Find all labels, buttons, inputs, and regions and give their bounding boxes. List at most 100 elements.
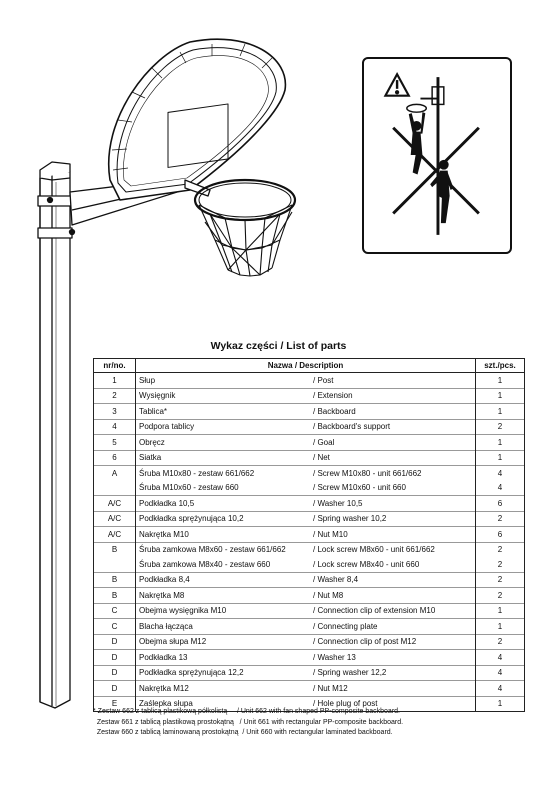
part-description: Nakrętka M10 / Nut M10: [135, 526, 476, 542]
part-name-polish: Śruba M10x80 - zestaw 661/662: [139, 468, 255, 478]
column-header-description: Nazwa / Description: [135, 358, 476, 373]
part-name-english: / Spring washer 12,2: [313, 668, 387, 678]
part-name-english: / Screw M10x60 - unit 660: [313, 483, 406, 493]
part-description: Blacha łącząca/ Connecting plate: [135, 618, 476, 634]
part-number: 4: [93, 418, 136, 435]
part-quantity: 4: [475, 480, 525, 496]
table-row: Śruba zamkowa M8x40 - zestaw 660 / Lock s…: [93, 557, 525, 572]
part-description: Obejma słupa M12/ Connection clip of pos…: [135, 633, 476, 650]
part-name-english: / Washer 8,4: [313, 575, 359, 585]
part-name-polish: Nakrętka M10: [139, 529, 189, 539]
part-number: [93, 557, 136, 572]
part-description: Podkładka sprężynująca 12,2 / Spring wash…: [135, 664, 476, 681]
basketball-stand-illustration: [37, 38, 297, 709]
part-number: B: [93, 587, 136, 603]
part-description: Wysięgnik/ Extension: [135, 387, 476, 404]
part-description: Podpora tablicy / Backboard's support: [135, 418, 476, 435]
part-name-polish: Obejma wysięgnika M10: [139, 606, 227, 616]
part-name-english: / Nut M12: [313, 683, 348, 693]
part-name-polish: Podpora tablicy: [139, 422, 195, 432]
part-description: Śruba M10x60 - zestaw 660 / Screw M10x60 …: [135, 480, 476, 496]
part-name-polish: Podkładka 10,5: [139, 498, 195, 508]
part-name-english: / Connecting plate: [313, 621, 378, 631]
part-name-english: / Nut M8: [313, 590, 344, 600]
part-number: 2: [93, 387, 136, 404]
no-hanging-warning: [362, 57, 512, 254]
part-number: 3: [93, 403, 136, 419]
part-name-english: / Lock screw M8x60 - unit 661/662: [313, 545, 435, 555]
part-description: Podkładka sprężynująca 10,2/ Spring wash…: [135, 510, 476, 527]
part-number: A: [93, 465, 136, 481]
footnote: * Zestaw 662 z tablicą plastikową półkol…: [93, 708, 400, 715]
part-name-english: / Net: [313, 453, 330, 463]
footnote: Zestaw 660 z tablicą laminowaną prostoką…: [93, 729, 393, 736]
part-description: Obejma wysięgnika M10 / Connection clip o…: [135, 602, 476, 619]
part-name-polish: Nakrętka M8: [139, 590, 185, 600]
part-description: Podkładka 8,4/ Washer 8,4: [135, 571, 476, 588]
part-name-english: / Washer 10,5: [313, 498, 363, 508]
parts-table: nr/no. Nazwa / Description szt./pcs. 1 Sł…: [93, 358, 525, 712]
column-header-number: nr/no.: [93, 358, 136, 373]
part-name-polish: Podkładka sprężynująca 12,2: [139, 668, 244, 678]
part-quantity: 2: [475, 587, 525, 603]
part-description: Nakrętka M8 / Nut M8: [135, 587, 476, 603]
column-header-quantity: szt./pcs.: [475, 358, 525, 373]
part-name-polish: Słup: [139, 375, 156, 385]
part-number: D: [93, 664, 136, 681]
part-name-english: / Backboard's support: [313, 422, 391, 432]
footnotes: * Zestaw 662 z tablicą plastikową półkol…: [93, 707, 403, 739]
part-name-polish: Zaślepka słupa: [139, 699, 193, 709]
part-name-english: / Spring washer 10,2: [313, 514, 387, 524]
part-description: Podkładka 10,5 / Washer 10,5: [135, 495, 476, 511]
part-quantity: 6: [475, 526, 525, 542]
part-number: A/C: [93, 510, 136, 527]
part-name-english: / Connection clip of extension M10: [313, 606, 436, 616]
part-quantity: 4: [475, 465, 525, 481]
part-number: D: [93, 649, 136, 665]
part-name-polish: Śruba M10x60 - zestaw 660: [139, 483, 239, 493]
part-number: B: [93, 571, 136, 588]
part-description: Obręcz/ Goal: [135, 434, 476, 450]
part-quantity: 1: [475, 434, 525, 450]
part-name-english: / Screw M10x80 - unit 661/662: [313, 468, 422, 478]
part-name-english: / Washer 13: [313, 652, 356, 662]
part-name-polish: Nakrętka M12: [139, 683, 189, 693]
part-name-polish: Podkładka 13: [139, 652, 188, 662]
table-header-row: nr/no. Nazwa / Description szt./pcs.: [93, 358, 525, 373]
part-name-english: / Nut M10: [313, 529, 348, 539]
part-quantity: 2: [475, 541, 525, 557]
part-name-polish: Śruba zamkowa M8x40 - zestaw 660: [139, 559, 271, 569]
part-description: Śruba zamkowa M8x60 - zestaw 661/662 / Lo…: [135, 541, 476, 557]
part-description: Podkładka 13 / Washer 13: [135, 649, 476, 665]
part-quantity: 1: [475, 372, 525, 388]
part-quantity: 1: [475, 602, 525, 619]
part-quantity: 1: [475, 695, 525, 712]
part-quantity: 1: [475, 387, 525, 404]
part-name-english: / Lock screw M8x40 - unit 660: [313, 559, 420, 569]
part-quantity: 2: [475, 571, 525, 588]
part-number: B: [93, 541, 136, 557]
part-description: Zaślepka słupa/ Hole plug of post: [135, 695, 476, 712]
part-number: C: [93, 602, 136, 619]
no-hanging-warning-icon: [383, 71, 480, 235]
part-quantity: 2: [475, 510, 525, 527]
part-quantity: 1: [475, 449, 525, 466]
footnote: Zestaw 661 z tablicą plastikową prostoką…: [93, 718, 404, 726]
part-name-english: / Backboard: [313, 406, 356, 416]
part-number: C: [93, 618, 136, 634]
part-name-polish: Śruba zamkowa M8x60 - zestaw 661/662: [139, 545, 286, 555]
part-number: 6: [93, 449, 136, 466]
